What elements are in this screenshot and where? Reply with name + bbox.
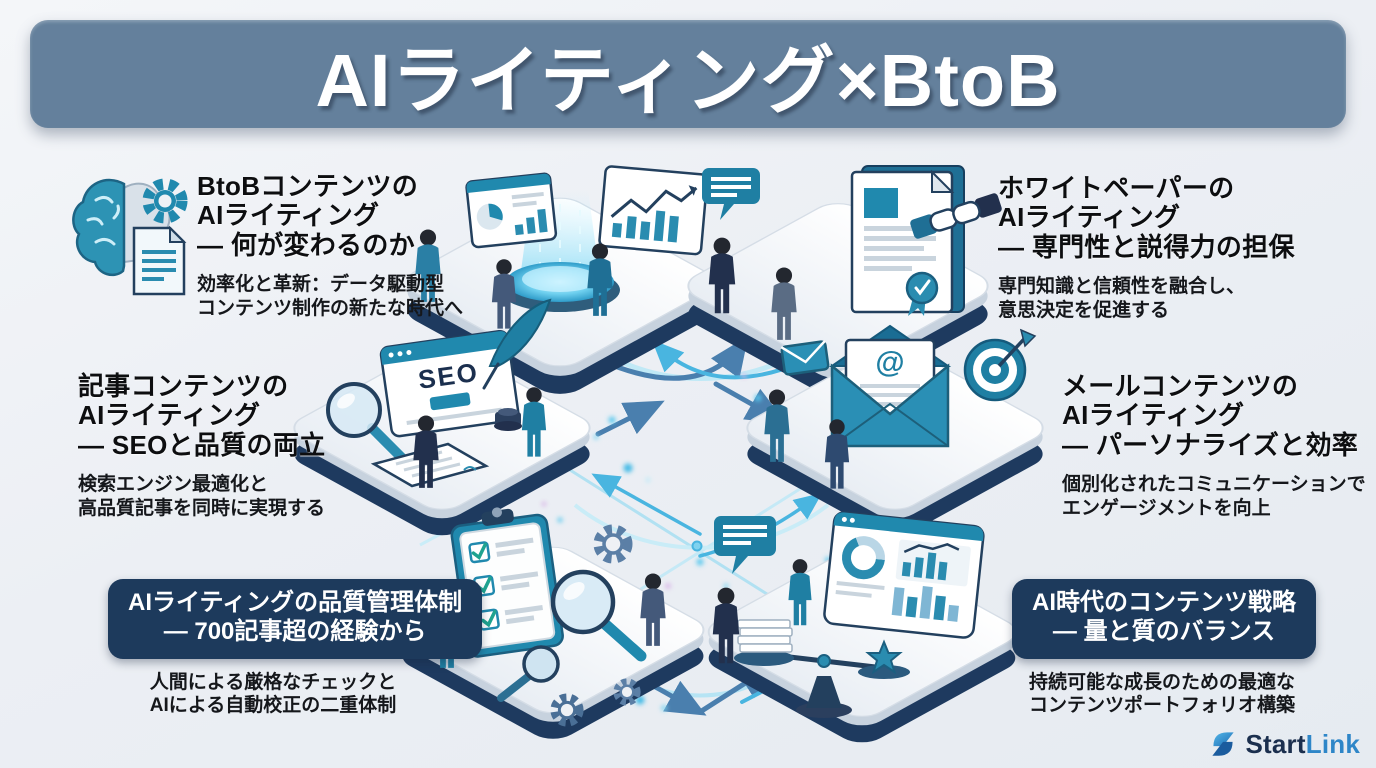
analytics-dashboard-icon — [823, 511, 985, 639]
growth-chart-screen-icon — [598, 165, 709, 256]
person — [712, 587, 740, 664]
inkwell-icon — [494, 408, 522, 431]
handshake-icon — [910, 193, 1002, 239]
open-envelope-icon: @ — [828, 324, 952, 448]
speech-bubble-icon — [702, 168, 760, 220]
star-icon — [858, 639, 910, 679]
platform-whitepaper — [687, 165, 1002, 397]
person — [491, 259, 517, 329]
person — [587, 243, 613, 316]
seo-browser-icon: SEO — [379, 329, 520, 438]
whitepaper-document-icon — [850, 165, 965, 316]
person — [771, 267, 797, 340]
person — [521, 387, 547, 457]
person — [824, 419, 850, 489]
gear-icon — [613, 678, 641, 706]
person — [788, 559, 812, 626]
small-envelope-icon — [780, 340, 830, 376]
document-icon — [132, 225, 187, 296]
chart-screen-icon — [465, 172, 558, 249]
person — [764, 389, 790, 462]
ai-brain-icon — [72, 178, 188, 296]
balance-scale-icon — [734, 619, 910, 718]
checklist-clipboard-icon — [450, 507, 564, 658]
platform-seo-article: SEO — [293, 298, 591, 536]
person — [640, 573, 666, 646]
gear-icon — [550, 693, 584, 727]
quill-pen-icon — [482, 298, 552, 390]
speech-bubble-icon — [714, 516, 776, 574]
gear-icon — [593, 524, 633, 564]
platform-email: @ — [746, 324, 1044, 536]
magnifier-icon — [550, 569, 647, 662]
award-ribbon-icon — [905, 271, 939, 316]
paper-stack-icon — [734, 619, 794, 666]
gear-icon — [142, 178, 188, 224]
person — [708, 237, 736, 314]
person — [415, 229, 441, 302]
at-symbol: @ — [875, 346, 904, 379]
platform-strategy-balance — [707, 511, 1017, 743]
magnifier-small-icon — [497, 645, 560, 702]
target-icon — [963, 328, 1037, 402]
person — [413, 415, 439, 488]
